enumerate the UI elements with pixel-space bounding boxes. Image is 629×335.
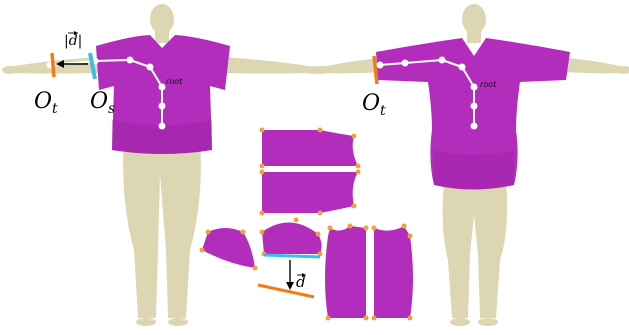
pattern-panel-bodice-left [325, 226, 366, 318]
d-vector-label: d [296, 273, 306, 291]
sewing-pattern [200, 128, 414, 321]
left-cyan-sleeve-edge [90, 53, 95, 79]
pattern-cyan-edge [264, 255, 320, 257]
pattern-panel-back-top [262, 172, 358, 213]
pattern-panel-bodice-right [374, 226, 413, 318]
pattern-panel-front-top [262, 130, 358, 166]
root-right-label: root [480, 80, 497, 89]
arrow-down-icon [286, 260, 294, 290]
pattern-panel-sleeve-left [202, 228, 255, 268]
o-s-label: Os [90, 89, 115, 117]
o-t-left-label: Ot [34, 89, 58, 117]
abs-d-text: |d| [64, 33, 82, 49]
pattern-panel-sleeve-right [262, 222, 322, 254]
o-t-right-label: Ot [362, 91, 386, 119]
root-left-label: root [166, 77, 183, 86]
abs-d-label: |d| [64, 31, 82, 49]
left-orange-target-edge [52, 53, 54, 77]
